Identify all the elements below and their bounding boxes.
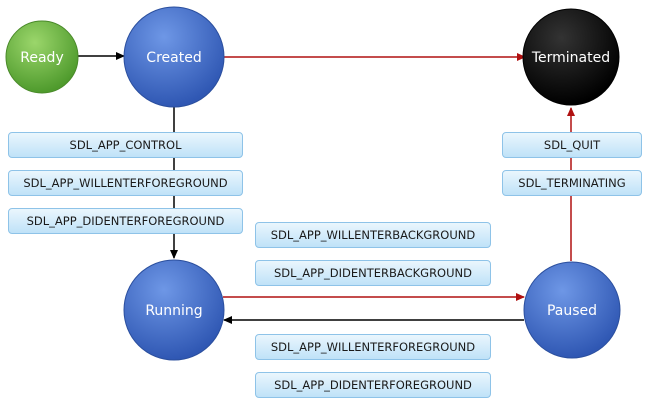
state-terminated: Terminated [522,8,620,106]
state-paused: Paused [523,261,621,359]
event-label-sdl-quit: SDL_QUIT [502,132,642,158]
state-paused-label: Paused [547,303,597,319]
event-label-will-enter-foreground-b: SDL_APP_WILLENTERFOREGROUND [255,334,491,360]
state-created-label: Created [146,50,201,66]
event-label-sdl-terminating: SDL_TERMINATING [502,170,642,196]
state-ready: Ready [5,20,79,94]
state-running: Running [123,259,225,361]
state-running-label: Running [145,303,202,319]
state-created: Created [123,6,225,108]
event-label-did-enter-foreground-b: SDL_APP_DIDENTERFOREGROUND [255,372,491,398]
state-ready-label: Ready [20,50,63,66]
event-label-will-enter-foreground-a: SDL_APP_WILLENTERFOREGROUND [8,170,243,196]
event-label-did-enter-foreground-a: SDL_APP_DIDENTERFOREGROUND [8,208,243,234]
event-label-did-enter-background: SDL_APP_DIDENTERBACKGROUND [255,260,491,286]
event-label-app-control: SDL_APP_CONTROL [8,132,243,158]
state-terminated-label: Terminated [531,50,610,66]
event-label-will-enter-background: SDL_APP_WILLENTERBACKGROUND [255,222,491,248]
